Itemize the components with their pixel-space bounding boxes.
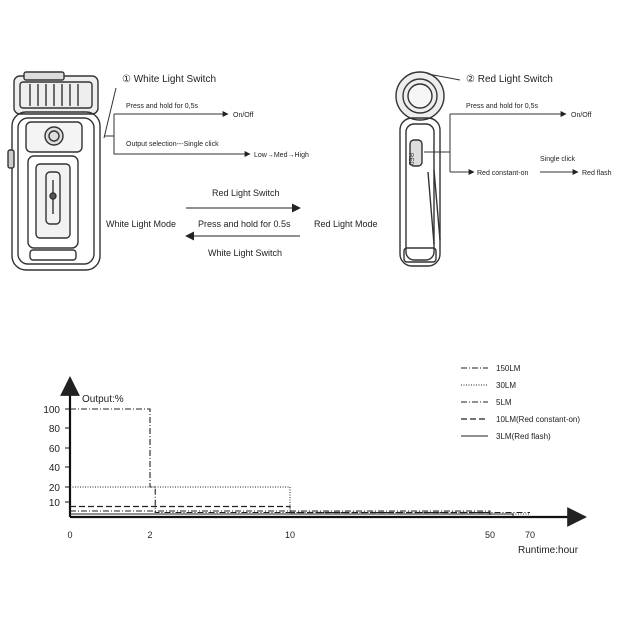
legend-label-1: 150LM (496, 364, 521, 373)
y-tick-label-40: 40 (49, 463, 61, 474)
white-switch-leader (103, 87, 117, 139)
output-selection-label: Output selection---Single click (126, 141, 219, 148)
red-light-mode-label: Red Light Mode (314, 219, 378, 229)
y-axis-label: Output:% (82, 394, 124, 405)
x-tick-label-50: 50 (485, 530, 495, 540)
y-tick-label-20: 20 (49, 483, 61, 494)
series-line-3 (70, 510, 491, 517)
legend-label-3: 5LM (496, 398, 512, 407)
y-tick-label-60: 60 (49, 444, 61, 455)
legend-label-2: 30LM (496, 381, 516, 390)
flashlight-side-view (395, 71, 445, 267)
x-axis-label: Runtime:hour (518, 545, 579, 556)
white-press-hold-label: Press and hold for 0,5s (126, 103, 198, 110)
single-click-label: Single click (540, 156, 576, 163)
y-tick-label-80: 80 (49, 424, 61, 435)
x-tick-label-2: 2 (147, 530, 152, 540)
mode-white-switch-label: White Light Switch (208, 248, 282, 258)
mode-red-switch-label: Red Light Switch (212, 188, 280, 198)
y-tick-label-10: 10 (49, 498, 61, 509)
red-on-off-label: On/Off (571, 112, 592, 119)
output-selection-arrow (113, 136, 251, 157)
x-tick-label-10: 10 (285, 530, 295, 540)
legend-label-4: 10LM(Red constant-on) (496, 415, 580, 424)
white-on-off-label: On/Off (233, 112, 254, 119)
low-med-high-label: Low→Med→High (254, 152, 309, 159)
red-switch-leader (427, 73, 461, 81)
white-switch-title: ① White Light Switch (122, 74, 216, 85)
x-tick-label-70: 70 (525, 530, 535, 540)
series-line-1 (70, 408, 530, 514)
red-flash-label: Red flash (582, 170, 612, 177)
red-switch-title: ② Red Light Switch (466, 74, 553, 85)
red-button-text: RED (407, 153, 413, 166)
mode-press-hold-label: Press and hold for 0.5s (198, 219, 291, 229)
series-line-4 (70, 505, 490, 514)
legend-label-5: 3LM(Red flash) (496, 432, 551, 441)
white-light-mode-label: White Light Mode (106, 219, 176, 229)
series-line-2 (70, 486, 530, 515)
red-constant-label: Red constant-on (477, 170, 528, 177)
flashlight-front-view (7, 71, 101, 271)
series-line-5 (70, 513, 514, 517)
x-tick-label-0: 0 (67, 530, 72, 540)
y-tick-label-100: 100 (43, 405, 60, 416)
red-press-hold-label: Press and hold for 0,5s (466, 103, 538, 110)
